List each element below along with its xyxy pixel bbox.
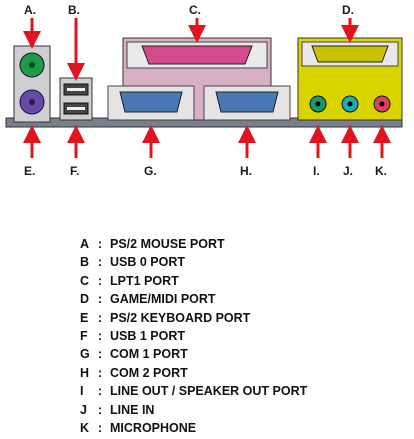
legend-item: B : USB 0 PORT — [80, 255, 307, 273]
lpt1-port — [141, 45, 253, 65]
legend-description: PS/2 KEYBOARD PORT — [110, 310, 251, 325]
legend-description: LINE IN — [110, 402, 155, 417]
legend-item: A : PS/2 MOUSE PORT — [80, 237, 307, 255]
legend-description: COM 2 PORT — [110, 365, 188, 380]
legend-item: H : COM 2 PORT — [80, 366, 307, 384]
top-arrows — [23, 18, 359, 81]
legend-separator: : — [98, 310, 103, 325]
legend-description: COM 1 PORT — [110, 347, 188, 362]
legend-item: J : LINE IN — [80, 403, 307, 421]
legend-description: MICROPHONE — [110, 420, 197, 435]
label-d: D. — [342, 3, 354, 17]
legend-item: F : USB 1 PORT — [80, 329, 307, 347]
com1-port — [119, 91, 183, 113]
legend-separator: : — [98, 328, 103, 343]
label-j: J. — [343, 164, 353, 178]
label-e: E. — [24, 164, 35, 178]
legend-letter: H — [80, 365, 90, 380]
legend-item: E : PS/2 KEYBOARD PORT — [80, 311, 307, 329]
legend-letter: A — [80, 237, 90, 251]
legend-letter: I — [80, 384, 84, 399]
port-legend: A : PS/2 MOUSE PORT B : USB 0 PORT C : L… — [80, 237, 307, 439]
legend-letter: B — [80, 255, 90, 270]
legend-separator: : — [98, 292, 103, 307]
legend-description: LINE OUT / SPEAKER OUT PORT — [110, 384, 308, 399]
legend-letter: G — [80, 347, 90, 362]
legend-description: PS/2 MOUSE PORT — [110, 237, 225, 251]
legend-separator: : — [98, 347, 103, 362]
legend-description: GAME/MIDI PORT — [110, 292, 216, 307]
legend-description: USB 1 PORT — [110, 328, 186, 343]
label-f: F. — [70, 164, 79, 178]
label-c: C. — [189, 3, 201, 17]
legend-item: K : MICROPHONE — [80, 421, 307, 439]
usb-ports — [59, 77, 93, 121]
io-panel-diagram: A. B. C. D. E. F. G. H. I. J. K. — [5, 3, 403, 178]
legend-item: D : GAME/MIDI PORT — [80, 292, 307, 310]
legend-separator: : — [98, 365, 103, 380]
legend-item: G : COM 1 PORT — [80, 347, 307, 365]
legend-separator: : — [98, 420, 103, 435]
game-midi-port — [311, 45, 389, 63]
label-b: B. — [68, 3, 80, 17]
label-i: I. — [313, 164, 320, 178]
legend-separator: : — [98, 273, 103, 288]
legend-separator: : — [98, 237, 103, 251]
legend-letter: D — [80, 292, 90, 307]
label-k: K. — [375, 164, 387, 178]
legend-letter: C — [80, 273, 90, 288]
legend-separator: : — [98, 255, 103, 270]
com2-port — [215, 91, 279, 113]
game-audio-panel — [297, 37, 403, 121]
legend-description: USB 0 PORT — [110, 255, 186, 270]
legend-letter: F — [80, 328, 88, 343]
label-g: G. — [144, 164, 157, 178]
label-a: A. — [24, 3, 36, 17]
label-h: H. — [240, 164, 252, 178]
legend-letter: E — [80, 310, 89, 325]
bottom-arrows — [23, 125, 391, 158]
legend-item: I : LINE OUT / SPEAKER OUT PORT — [80, 384, 307, 402]
lpt-com-block — [107, 37, 291, 121]
legend-letter: K — [80, 420, 90, 435]
legend-description: LPT1 PORT — [110, 273, 179, 288]
ps2-ports — [13, 45, 51, 123]
legend-separator: : — [98, 384, 103, 399]
legend-separator: : — [98, 402, 103, 417]
legend-letter: J — [80, 402, 87, 417]
legend-item: C : LPT1 PORT — [80, 274, 307, 292]
